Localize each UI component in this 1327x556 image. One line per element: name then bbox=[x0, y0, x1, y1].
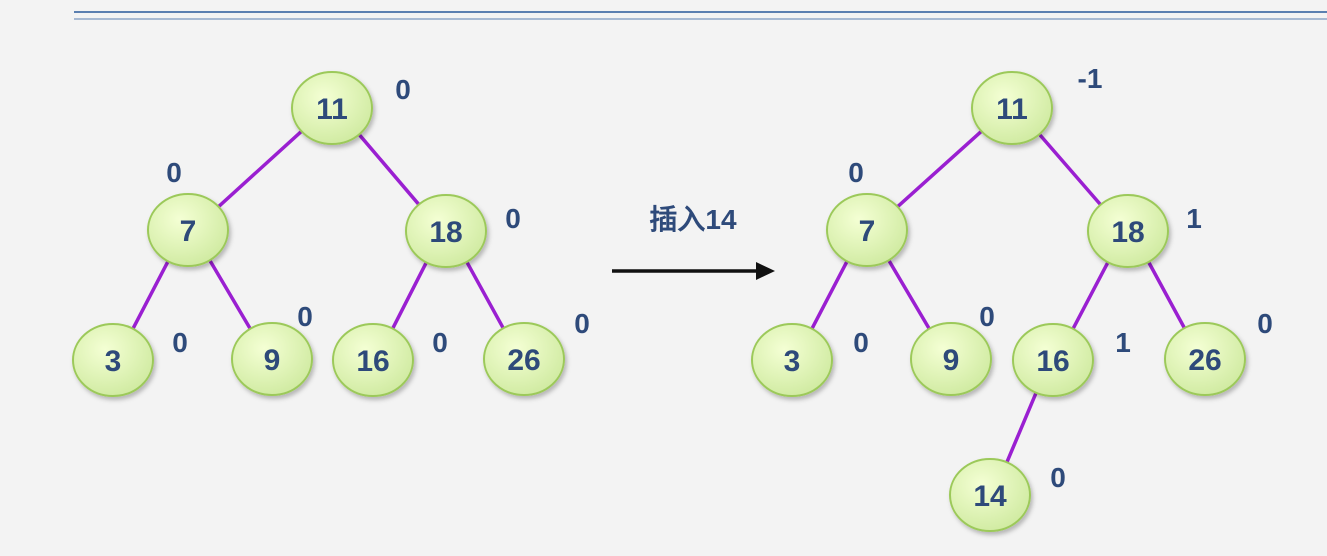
tree-node-circle bbox=[483, 322, 565, 396]
tree-node-circle bbox=[332, 323, 414, 397]
tree-edge bbox=[464, 258, 506, 332]
balance-factor-label: 0 bbox=[172, 327, 188, 358]
tree-node-label: 26 bbox=[507, 344, 540, 377]
tree-edge bbox=[1070, 258, 1111, 333]
tree-node-circle bbox=[72, 323, 154, 397]
tree-edge bbox=[1036, 130, 1104, 209]
tree-node-circle bbox=[1087, 194, 1169, 268]
balance-factor-label: 1 bbox=[1186, 203, 1202, 234]
tree-node-circle bbox=[1012, 323, 1094, 397]
tree-node-label: 18 bbox=[1111, 216, 1144, 249]
tree-edge bbox=[809, 257, 850, 333]
tree-edge bbox=[206, 256, 254, 333]
tree-edge bbox=[885, 256, 933, 333]
tree-node-label: 7 bbox=[180, 215, 197, 248]
tree-edge bbox=[1004, 389, 1039, 466]
balance-factor-label: 0 bbox=[853, 327, 869, 358]
tree-node: 90 bbox=[231, 301, 313, 396]
tree-edge bbox=[894, 128, 985, 210]
tree-node: 14 0 bbox=[949, 458, 1066, 532]
tree-node-circle bbox=[971, 71, 1053, 145]
tree-node-label: 16 bbox=[356, 345, 389, 378]
balance-factor-label: 0 bbox=[395, 74, 411, 105]
tree-node: 90 bbox=[910, 301, 995, 396]
balance-factor-label: 0 bbox=[432, 327, 448, 358]
tree-node-label: 9 bbox=[943, 344, 960, 377]
tree-node: 16 0 bbox=[332, 323, 448, 397]
tree-edge bbox=[215, 128, 305, 210]
tree-node-label: 9 bbox=[264, 344, 281, 377]
balance-factor-label: 0 bbox=[979, 301, 995, 332]
tree-node-circle bbox=[291, 71, 373, 145]
balance-factor-label: -1 bbox=[1078, 63, 1103, 94]
tree-node-circle bbox=[231, 322, 313, 396]
tree-node-label: 11 bbox=[316, 93, 348, 126]
tree-node-circle bbox=[751, 323, 833, 397]
right-arrow-icon bbox=[612, 262, 775, 280]
tree-node: 26 0 bbox=[1164, 308, 1273, 396]
balance-factor-label: 0 bbox=[505, 203, 521, 234]
tree-node: 16 1 bbox=[1012, 323, 1131, 397]
tree-node-circle bbox=[910, 322, 992, 396]
tree-node-label: 18 bbox=[429, 216, 462, 249]
tree-node: 11 -1 bbox=[971, 63, 1103, 145]
header-rule bbox=[74, 11, 1327, 20]
tree-node-circle bbox=[1164, 322, 1246, 396]
tree-node-circle bbox=[405, 194, 487, 268]
tree-edges bbox=[130, 128, 506, 333]
tree-node: 18 1 bbox=[1087, 194, 1202, 268]
tree-node: 26 0 bbox=[483, 308, 590, 396]
tree-node: 30 bbox=[72, 323, 188, 397]
tree-node: 30 bbox=[751, 323, 869, 397]
tree-edge bbox=[1145, 258, 1188, 332]
tree-edge bbox=[130, 257, 171, 333]
tree-edge bbox=[356, 131, 422, 208]
tree-node: 70 bbox=[826, 157, 908, 267]
balance-factor-label: 0 bbox=[297, 301, 313, 332]
tree-node: 11 0 bbox=[291, 71, 411, 145]
operation-label: 插入14 bbox=[649, 204, 737, 235]
tree-node-label: 14 bbox=[973, 480, 1007, 513]
tree-node-label: 7 bbox=[859, 215, 876, 248]
balance-factor-label: 1 bbox=[1115, 327, 1131, 358]
tree-node: 18 0 bbox=[405, 194, 521, 268]
balance-factor-label: 0 bbox=[166, 157, 182, 188]
tree-node-label: 3 bbox=[784, 345, 801, 378]
balance-factor-label: 0 bbox=[1257, 308, 1273, 339]
tree-node-circle bbox=[949, 458, 1031, 532]
balance-factor-label: 0 bbox=[1050, 462, 1066, 493]
tree-edge bbox=[389, 258, 430, 333]
balance-factor-label: 0 bbox=[848, 157, 864, 188]
tree-node-label: 26 bbox=[1188, 344, 1221, 377]
tree-node-label: 3 bbox=[105, 345, 122, 378]
insert-operation: 插入14 bbox=[612, 204, 775, 280]
tree-edges bbox=[809, 128, 1188, 466]
tree-node: 70 bbox=[147, 157, 229, 267]
tree-node-circle bbox=[147, 193, 229, 267]
tree-node-label: 11 bbox=[996, 93, 1028, 126]
tree-node-circle bbox=[826, 193, 908, 267]
tree-node-label: 16 bbox=[1036, 345, 1069, 378]
balance-factor-label: 0 bbox=[574, 308, 590, 339]
